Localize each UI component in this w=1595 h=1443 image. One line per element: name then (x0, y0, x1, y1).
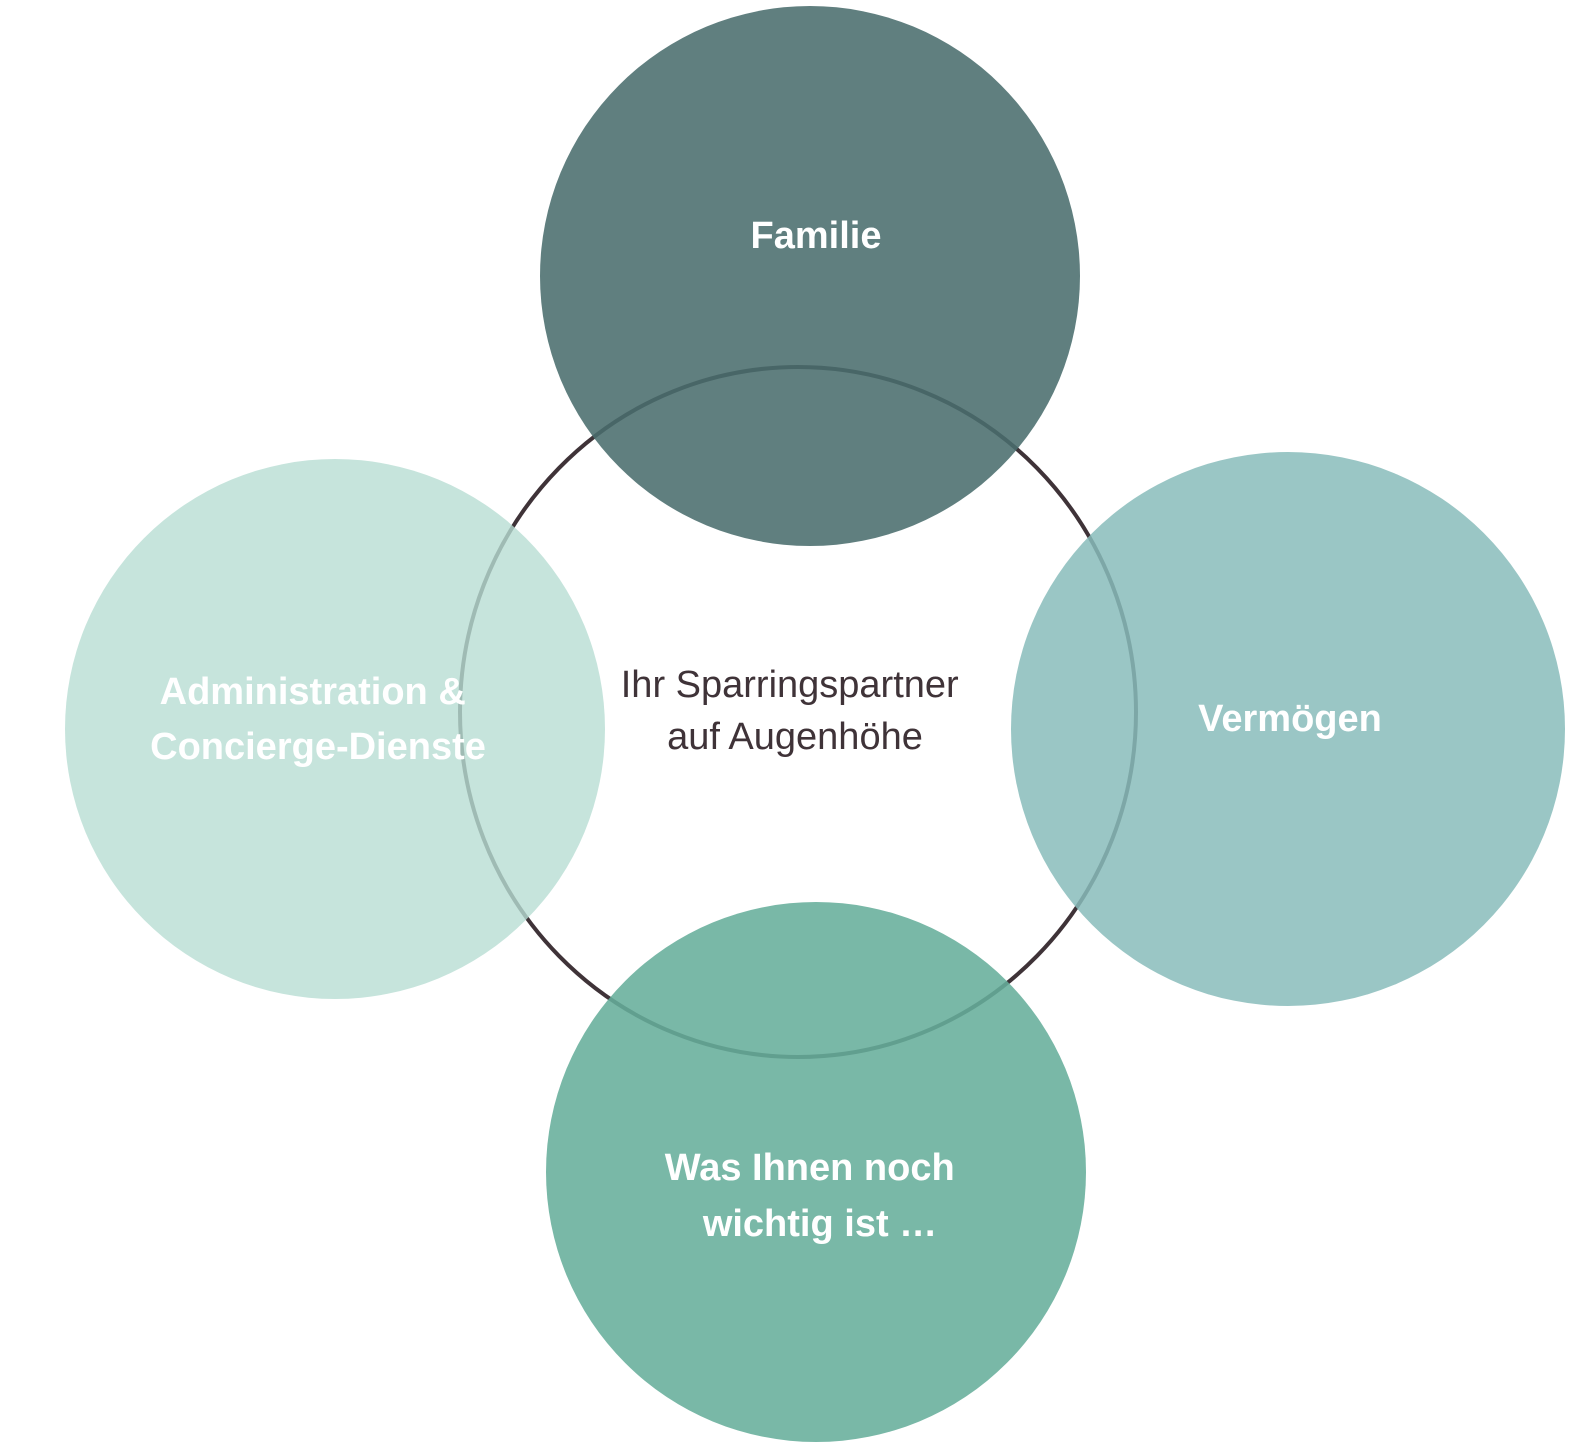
center-label-line1: Ihr Sparringspartner (621, 664, 959, 706)
svg-text:Familie: Familie (751, 215, 882, 257)
svg-text:Vermögen: Vermögen (1198, 698, 1382, 740)
bubble-vermoegen-circle (1011, 452, 1565, 1006)
bubble-administration (65, 459, 605, 999)
bubble-familie-circle (540, 6, 1080, 546)
svg-text:Ihr Sparringspartner auf A: Ihr Sparringspartner auf Augenhöhe (621, 664, 970, 758)
svg-text:Administration & Concierge: Administration & Concierge-Dienste (150, 671, 486, 768)
bubble-familie-label: Familie (751, 215, 882, 257)
bubble-wichtig-label-line2: wichtig ist … (702, 1203, 937, 1245)
bubble-wichtig-label-line1: Was Ihnen noch (665, 1147, 955, 1189)
bubble-administration-label-line2: Concierge-Dienste (150, 726, 486, 768)
bubble-administration-label-line1: Administration & (160, 671, 466, 713)
bubble-vermoegen-label: Vermögen (1198, 698, 1382, 740)
bubble-familie (540, 6, 1080, 546)
bubble-vermoegen (1011, 452, 1565, 1006)
bubble-wichtig (546, 902, 1086, 1442)
bubble-administration-circle (65, 459, 605, 999)
center-label-line2: auf Augenhöhe (667, 716, 923, 758)
bubble-wichtig-circle (546, 902, 1086, 1442)
svg-text:Was Ihnen noch wichtig ist: Was Ihnen noch wichtig ist … (665, 1147, 966, 1245)
